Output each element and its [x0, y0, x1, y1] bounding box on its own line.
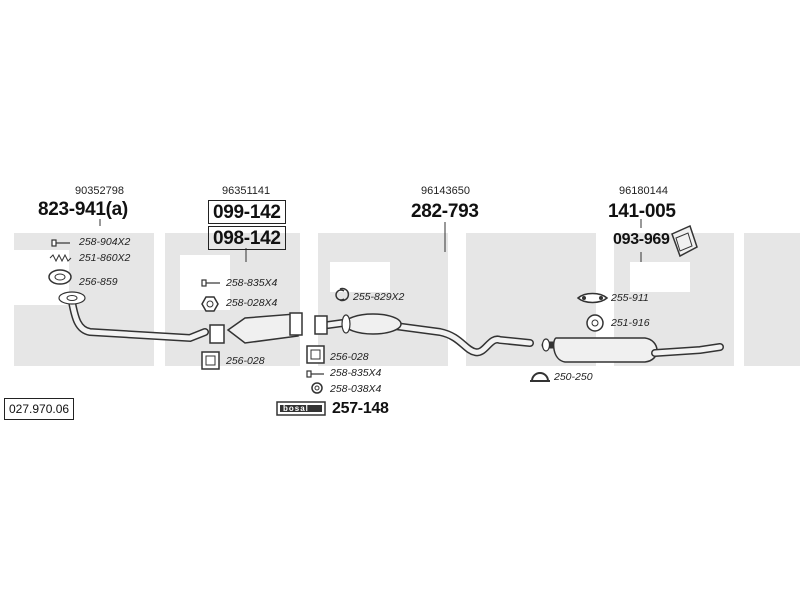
bolt-icon [51, 239, 70, 247]
part-label: 251-916 [611, 317, 650, 329]
front-pipe-part [58, 291, 209, 343]
main-part-number: 823-941(a) [38, 199, 128, 220]
flange-gasket-icon [306, 345, 325, 364]
part-label: 256-028 [226, 355, 265, 367]
nut-icon [311, 382, 323, 394]
main-part-number: 141-005 [608, 201, 676, 222]
kit-box-icon [276, 401, 326, 416]
main-part-number: 099-142 [208, 200, 286, 224]
part-label: 258-028X4 [226, 297, 278, 309]
secondary-part-number: 098-142 [208, 226, 286, 250]
clamp-icon [335, 287, 350, 302]
part-label: 258-038X4 [330, 383, 382, 395]
part-label: 258-835X4 [330, 367, 382, 379]
oe-number: 90352798 [75, 185, 124, 197]
part-label: 251-860X2 [79, 252, 131, 264]
part-label: 255-829X2 [353, 291, 405, 303]
nut-icon [201, 296, 219, 312]
kit-logo-text: bosal [283, 404, 309, 413]
part-label: 258-835X4 [226, 277, 278, 289]
catalytic-converter-part [209, 312, 303, 344]
part-label: 256-859 [79, 276, 118, 288]
part-label: 255-911 [611, 292, 649, 304]
spring-icon [49, 253, 72, 263]
rubber-mount-icon [576, 292, 609, 304]
main-part-number: 282-793 [411, 201, 479, 222]
reference-number: 027.970.06 [4, 398, 75, 420]
oe-number: 96351141 [222, 185, 271, 197]
clamp-icon [530, 372, 550, 382]
bolt-icon [201, 279, 220, 287]
heat-shield-part [671, 224, 698, 258]
rear-silencer-part [541, 337, 724, 363]
center-pipe-part [314, 313, 534, 357]
oe-number: 96180144 [619, 185, 668, 197]
secondary-part-number: 093-969 [613, 231, 670, 248]
oe-number: 96143650 [421, 185, 470, 197]
flange-gasket-icon [201, 351, 220, 370]
kit-part-number: 257-148 [332, 400, 389, 417]
rubber-mount-icon [586, 314, 604, 332]
bolt-icon [306, 370, 324, 378]
part-label: 258-904X2 [79, 236, 131, 248]
part-label: 256-028 [330, 351, 369, 363]
part-label: 250-250 [554, 371, 593, 383]
gasket-ring-icon [48, 269, 72, 285]
